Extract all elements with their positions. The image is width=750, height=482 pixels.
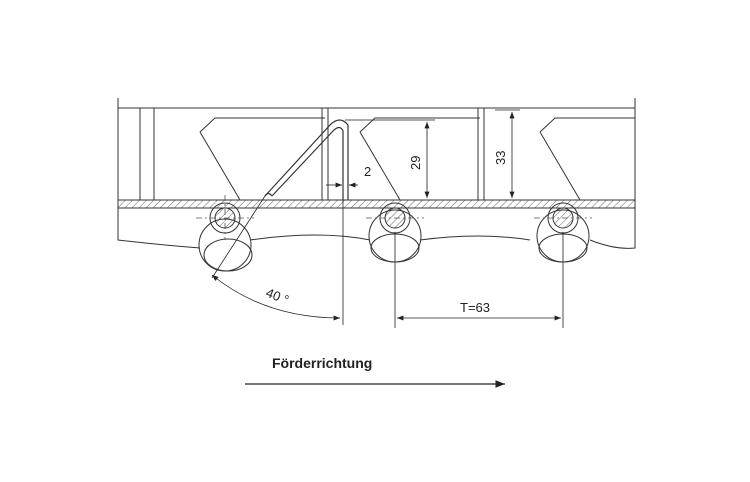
dimension-33-label: 33 [493, 151, 508, 165]
dimension-2-label: 2 [364, 164, 371, 179]
wire-carrier [264, 119, 349, 200]
dimension-29 [345, 119, 435, 198]
direction-label: Förderrichtung [272, 355, 372, 371]
dimension-pitch [394, 232, 564, 328]
dimension-33 [495, 109, 520, 198]
dimension-angle [211, 195, 344, 325]
base-plate [117, 199, 636, 209]
dimension-angle-label: 40 ° [264, 285, 291, 308]
dimension-pitch-label: T=63 [460, 300, 490, 315]
chain-lower-outline [117, 208, 636, 249]
dimension-29-label: 29 [408, 156, 423, 170]
roller-1 [198, 202, 253, 272]
chain-upper-body [117, 98, 636, 201]
center-lines [196, 195, 592, 240]
